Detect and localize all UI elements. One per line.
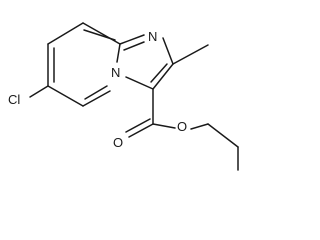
bond-c5-n4-inner [84,85,108,100]
molecule-svg: N N Cl O O [8,22,239,171]
atom-label-ester-oxygen: O [177,119,187,134]
bond-n1-c2 [162,37,174,65]
bond-c6-cl [29,85,49,98]
bond-c8-c8-inner [83,29,116,41]
bond-c2-c3-inner [150,63,168,83]
bond-c6-c5 [47,85,84,107]
bond-c8-c7 [47,22,84,45]
atom-label-carbonyl-oxygen: O [113,135,123,150]
atom-label-n-bridge: N [111,65,120,80]
bond-c5-n4 [82,90,111,107]
bond-carbonyl-o-2 [125,118,151,133]
bond-carbonyl-o-1 [128,123,154,138]
atom-label-chlorine: Cl [8,92,20,107]
bond-ester-o-ch2 [190,123,209,130]
bond-ch2-ch3 [207,123,239,148]
atom-label-n-imine: N [148,29,157,44]
bond-c8a-n1-inner [123,41,145,51]
bond-c8a-n1 [119,34,145,45]
bond-c3-n4 [125,76,154,90]
bond-c8a-c8 [82,22,121,45]
bond-methyl [172,44,209,65]
bond-carbonyl-ester-o [152,123,176,129]
bond-c2-c3 [152,63,174,90]
structure-diagram: N N Cl O O [8,22,239,171]
bond-n4-c8a [116,43,121,63]
